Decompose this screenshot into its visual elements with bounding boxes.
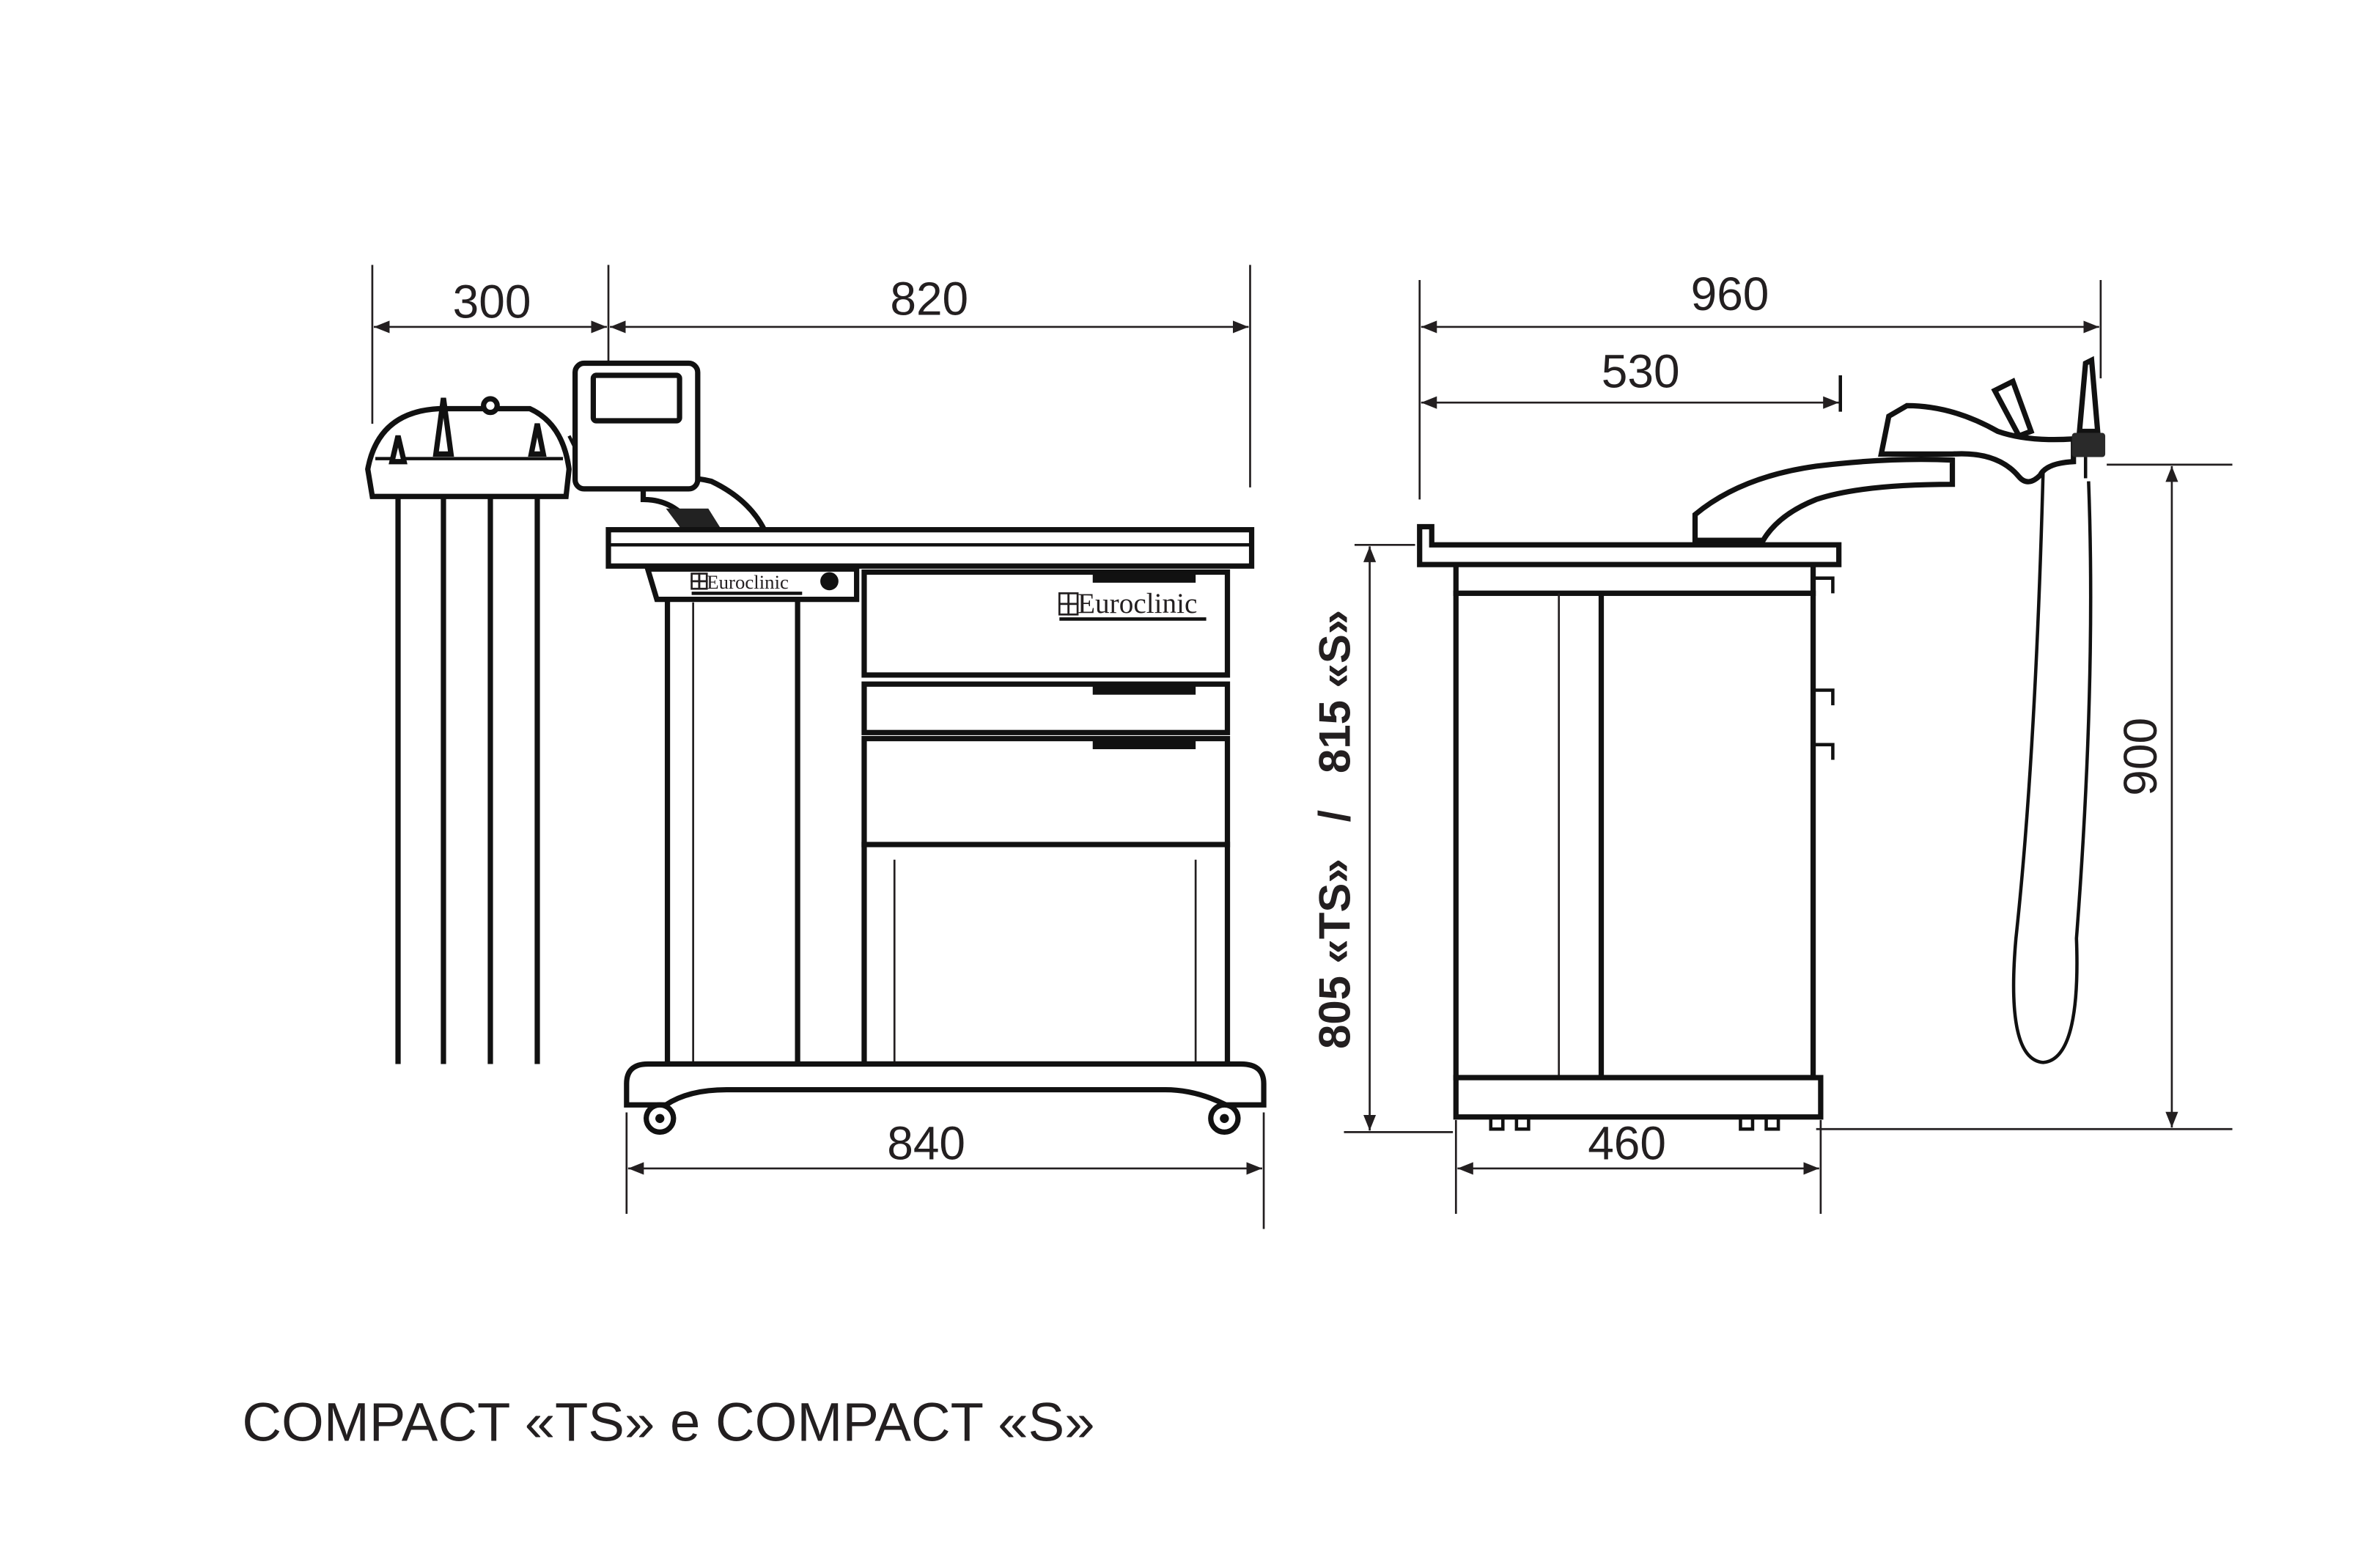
drawing-title: COMPACT «TS» e COMPACT «S» bbox=[242, 1392, 1094, 1453]
dimension-820: 820 bbox=[610, 265, 1251, 487]
brand-logo: Euroclinic bbox=[1058, 588, 1207, 621]
brand-logo-small: Euroclinic bbox=[690, 571, 803, 595]
monitor bbox=[572, 360, 769, 536]
dimension-label: 805 «TS» / 815 «S» bbox=[1311, 610, 1360, 1049]
drawer-handle bbox=[1092, 572, 1196, 583]
dimension-460: 460 bbox=[1454, 1117, 1822, 1214]
power-knob bbox=[820, 572, 839, 591]
dimension-300: 300 bbox=[371, 265, 610, 439]
dimension-805-815: 805 «TS» / 815 «S» bbox=[1311, 543, 1454, 1133]
dimension-900: 900 bbox=[1816, 463, 2233, 1130]
dimension-960: 960 bbox=[1418, 268, 2102, 500]
dimension-label: 820 bbox=[890, 272, 968, 325]
dimension-label: 960 bbox=[1691, 268, 1769, 320]
instrument-holder bbox=[365, 396, 580, 1064]
dimension-label: 300 bbox=[453, 276, 531, 328]
svg-text:Euroclinic: Euroclinic bbox=[1078, 588, 1197, 619]
svg-text:Euroclinic: Euroclinic bbox=[707, 571, 789, 593]
side-cabinet bbox=[1417, 523, 1842, 1131]
dimension-label: 460 bbox=[1588, 1117, 1666, 1170]
dimension-label: 900 bbox=[2114, 718, 2167, 796]
front-cabinet: Euroclinic Euroclinic bbox=[605, 527, 1267, 1135]
dimension-label: 530 bbox=[1602, 345, 1680, 398]
side-tray-arm bbox=[1692, 356, 2106, 1064]
drawer-handle bbox=[1092, 684, 1196, 695]
drawer-handle bbox=[1092, 738, 1196, 750]
dimension-label: 840 bbox=[887, 1117, 965, 1170]
dimension-840: 840 bbox=[625, 1112, 1265, 1229]
dimension-530: 530 bbox=[1421, 345, 1842, 412]
